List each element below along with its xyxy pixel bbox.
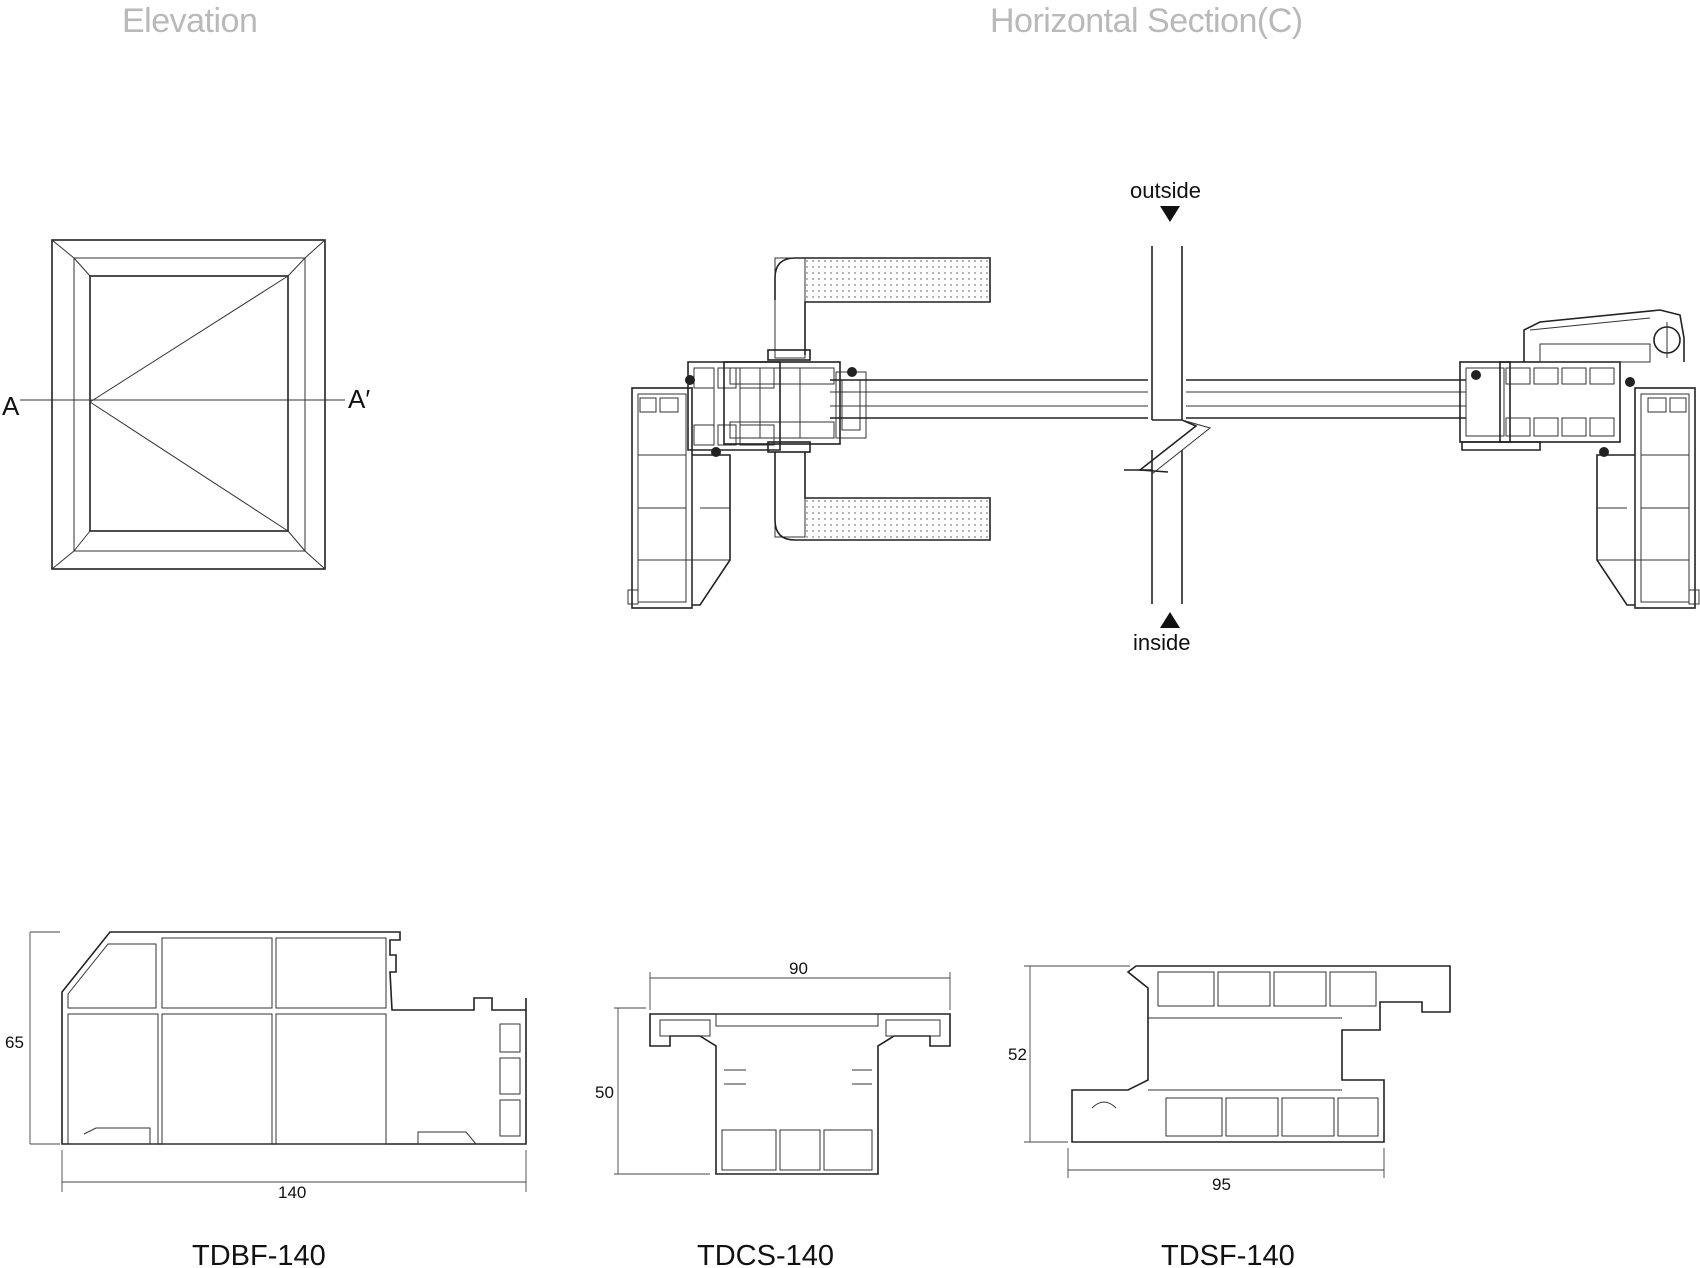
outside-label: outside	[1130, 178, 1201, 203]
profile-tdbf-140	[29, 931, 527, 1192]
elevation-heading: Elevation	[122, 2, 258, 40]
inside-arrow-icon	[1160, 612, 1180, 628]
tdbf-caption: TDBF-140	[192, 1240, 326, 1268]
tdsf-height-dim: 52	[1008, 1045, 1027, 1064]
horizontal-section-heading: Horizontal Section(C)	[990, 2, 1303, 40]
section-marker-a-prime: A′	[348, 384, 370, 414]
tdsf-caption: TDSF-140	[1161, 1240, 1295, 1268]
tdsf-width-dim: 95	[1212, 1175, 1231, 1194]
right-frame-profile	[1596, 387, 1700, 609]
inside-label: inside	[1133, 630, 1190, 655]
left-mullion-profile	[723, 361, 867, 445]
tdbf-height-dim: 65	[5, 1033, 24, 1052]
tdcs-caption: TDCS-140	[697, 1240, 834, 1268]
left-sash-profile	[687, 361, 781, 451]
elevation-drawing	[20, 239, 345, 570]
horizontal-section-drawing	[627, 206, 1700, 628]
left-frame-profile	[627, 387, 731, 609]
handle-icon	[767, 257, 991, 541]
profile-tdcs-140	[614, 972, 951, 1175]
hinge-icon	[1523, 309, 1685, 363]
right-sash-profile	[1459, 361, 1621, 451]
tdbf-width-dim: 140	[278, 1183, 306, 1202]
profile-tdsf-140	[1024, 965, 1451, 1178]
break-line	[1124, 240, 1212, 610]
section-marker-a: A	[2, 391, 20, 421]
tdcs-height-dim: 50	[595, 1083, 614, 1102]
outside-arrow-icon	[1160, 206, 1180, 222]
tdcs-width-dim: 90	[789, 959, 808, 978]
